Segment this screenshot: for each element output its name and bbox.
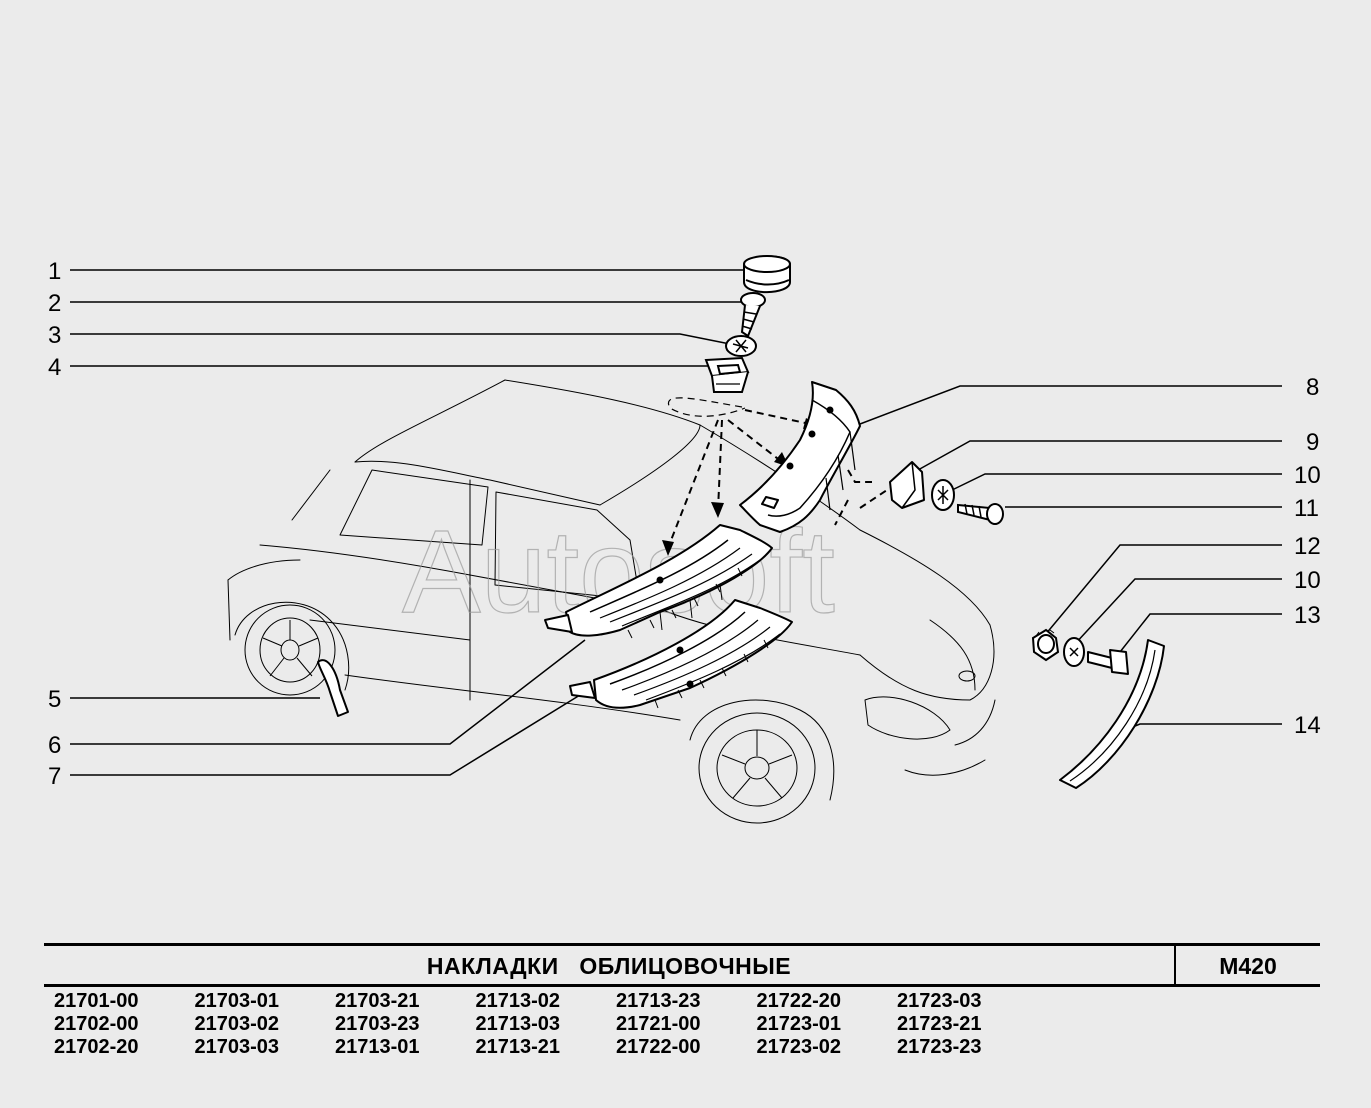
part-7-cowl-grille [569, 599, 793, 709]
part-2-screw [740, 292, 766, 338]
callout-7: 7 [48, 763, 61, 790]
rear-wheel [244, 604, 336, 696]
diagram-title: НАКЛАДКИ ОБЛИЦОВОЧНЫЕ [426, 953, 792, 979]
callout-2: 2 [48, 290, 61, 317]
variant-code: 21722-00 [616, 1036, 701, 1058]
callout-6: 6 [48, 732, 61, 759]
part-13-t-bolt [1087, 649, 1129, 675]
callout-numbers: 1 2 3 4 5 6 7 8 9 10 11 12 10 13 14 [48, 258, 1321, 790]
variant-list: 21701-00 21703-01 21703-21 21713-02 2171… [54, 990, 1054, 1059]
variant-code: 21703-03 [194, 1036, 280, 1058]
part-5-arch-trim [317, 659, 349, 717]
part-10-washer-upper [931, 479, 955, 511]
part-4-clip [704, 356, 750, 393]
callout-10-upper: 10 [1294, 462, 1321, 489]
variant-code: 21701-00 [54, 990, 139, 1012]
model-code: М420 [1219, 953, 1277, 979]
callout-11: 11 [1294, 495, 1319, 522]
part-9-bracket [889, 461, 925, 509]
title-divider [1174, 946, 1176, 984]
variant-code: 21713-21 [475, 1036, 561, 1058]
part-14-strip [1059, 639, 1165, 789]
callout-3: 3 [48, 322, 61, 349]
callout-8: 8 [1306, 374, 1319, 401]
variant-code: 21713-02 [475, 990, 561, 1012]
variant-code: 21713-23 [616, 990, 701, 1012]
variant-code: 21723-01 [756, 1013, 842, 1035]
leader-lines [70, 269, 1282, 776]
variant-code: 21713-01 [335, 1036, 420, 1058]
callout-13: 13 [1294, 602, 1321, 629]
variant-code: 21702-20 [54, 1036, 139, 1058]
callout-10-lower: 10 [1294, 567, 1321, 594]
part-12-nut [1031, 628, 1060, 662]
part-3-washer [725, 335, 757, 357]
part-10-washer-lower [1063, 637, 1085, 667]
variant-code: 21723-23 [897, 1036, 982, 1058]
part-11-screw [957, 503, 1004, 525]
variant-code: 21721-00 [616, 1013, 701, 1035]
callout-4: 4 [48, 354, 61, 381]
part-1-plug-cap [743, 255, 791, 294]
variant-code: 21703-02 [194, 1013, 280, 1035]
assembly-arrows [667, 397, 891, 549]
callout-9: 9 [1306, 429, 1319, 456]
variant-code: 21702-00 [54, 1013, 139, 1035]
callout-1: 1 [48, 258, 61, 285]
callout-5: 5 [48, 686, 61, 713]
callout-14: 14 [1294, 712, 1321, 739]
part-8-upper-trim [739, 381, 861, 533]
variant-code: 21703-01 [194, 990, 280, 1012]
variant-code: 21703-23 [335, 1013, 420, 1035]
callout-12: 12 [1294, 533, 1321, 560]
front-wheel [698, 712, 816, 824]
variant-code: 21722-20 [756, 990, 842, 1012]
part-6-cowl-grille [544, 524, 773, 639]
variant-code: 21723-02 [756, 1036, 842, 1058]
variant-code: 21703-21 [335, 990, 420, 1012]
variant-code: 21723-21 [897, 1013, 982, 1035]
variant-code: 21713-03 [475, 1013, 561, 1035]
title-block: НАКЛАДКИ ОБЛИЦОВОЧНЫЕ М420 [44, 943, 1320, 987]
variant-code: 21723-03 [897, 990, 982, 1012]
